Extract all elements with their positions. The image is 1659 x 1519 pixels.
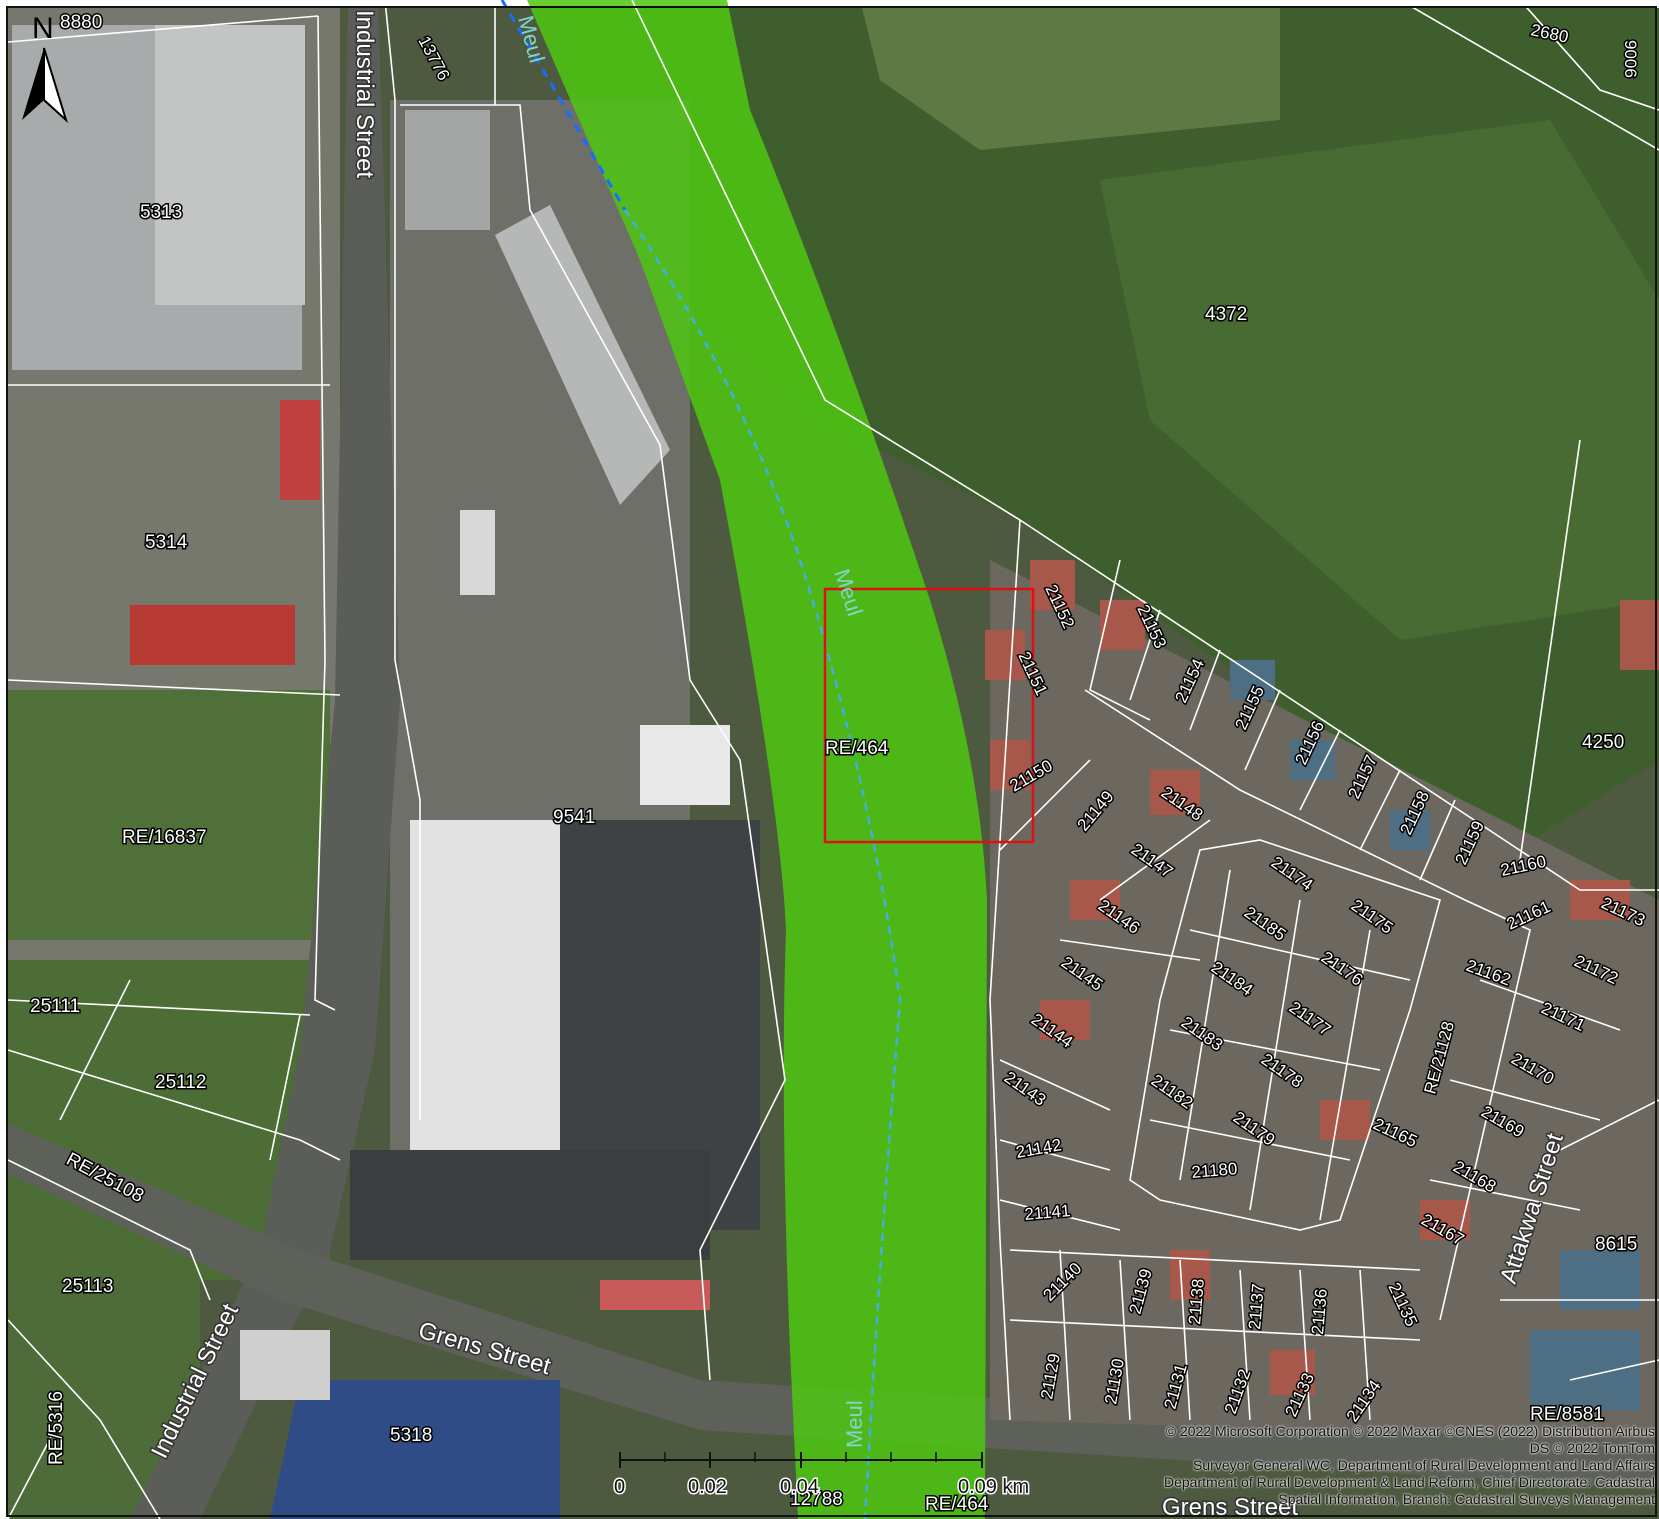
- parcel-label: 8615: [1595, 1234, 1637, 1255]
- river-line: [623, 209, 902, 1519]
- scale-tick-label: 0: [614, 1476, 625, 1498]
- attribution: © 2022 Microsoft Corporation © 2022 Maxa…: [1095, 1423, 1655, 1508]
- river-label: Meul: [842, 1400, 867, 1448]
- parcel-label: 25112: [155, 1072, 206, 1093]
- north-arrow: N: [22, 12, 69, 124]
- parcel-label: RE/8581: [1530, 1404, 1604, 1425]
- parcel-label: 5318: [390, 1425, 432, 1446]
- river-line-north: [500, 0, 627, 211]
- parcel-label: RE/5316: [46, 1391, 67, 1465]
- attribution-line: Spatial Information, Branch: Cadastral S…: [1278, 1491, 1655, 1507]
- parcel-label: 12788: [790, 1489, 843, 1510]
- parcel-label: 9541: [553, 807, 595, 828]
- parcel-label: RE/464: [825, 738, 889, 759]
- parcel-label: 9006: [1621, 40, 1640, 78]
- parcel-label: 21138: [1185, 1278, 1208, 1325]
- scale-bar: 0 0.02 0.04 0.09 km: [613, 1448, 1031, 1508]
- parcel-label: 5313: [140, 202, 182, 223]
- buffer-corridor: [527, 0, 987, 1519]
- parcel-label: 21180: [1191, 1159, 1238, 1182]
- scale-tick-label: 0.02: [688, 1476, 727, 1498]
- parcel-label: 8880: [60, 12, 102, 33]
- parcel-label: 21141: [1024, 1201, 1071, 1224]
- parcel-label: 4372: [1205, 304, 1247, 325]
- scale-bar-graphic: 0 0.02 0.04 0.09 km: [613, 1452, 1031, 1500]
- attribution-line: Department of Rural Development & Land R…: [1164, 1474, 1655, 1490]
- scale-tick-label: 0.04: [780, 1476, 819, 1498]
- cadastral-boundaries: [7, 0, 1659, 1519]
- street-label: Grens Street: [1162, 1494, 1298, 1519]
- scale-tick-label: 0.09 km: [958, 1476, 1029, 1498]
- north-arrow-label: N: [32, 12, 54, 45]
- street-label: Industrial Street: [351, 10, 378, 178]
- attribution-line: DS © 2022 TomTom: [1529, 1440, 1655, 1456]
- parcel-label: 4250: [1582, 732, 1624, 753]
- parcel-label: 25111: [30, 996, 80, 1017]
- parcel-label: 25113: [62, 1276, 113, 1297]
- parcel-label: RE/464: [925, 1494, 989, 1515]
- attribution-line: Surveyor General WC, Department of Rural…: [1193, 1457, 1655, 1473]
- attribution-line: © 2022 Microsoft Corporation © 2022 Maxa…: [1165, 1423, 1655, 1439]
- parcel-label: 5314: [145, 532, 188, 553]
- site-boundary-box[interactable]: [823, 587, 1035, 844]
- parcel-label: RE/16837: [122, 827, 207, 848]
- parcel-label: 21137: [1245, 1283, 1268, 1330]
- parcel-label: 21136: [1308, 1288, 1331, 1335]
- north-arrow-icon: [22, 48, 44, 120]
